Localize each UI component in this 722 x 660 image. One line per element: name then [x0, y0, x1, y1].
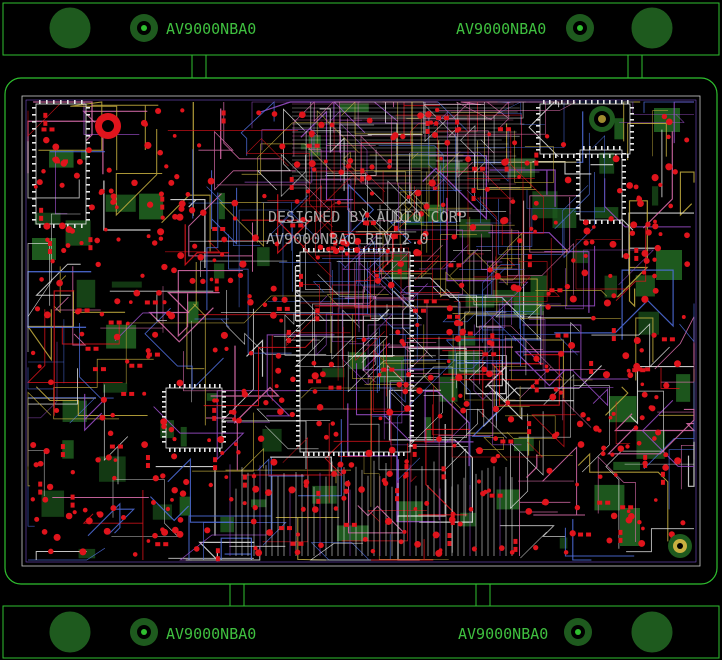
board-outline — [4, 77, 718, 585]
fiducial-icon — [564, 618, 592, 646]
panel-label-bottom-right: AV9000NBA0 — [458, 625, 548, 643]
panel-label-top-right: AV9000NBA0 — [456, 20, 546, 38]
mounting-hole-icon — [589, 106, 615, 132]
panel-label-top-left: AV9000NBA0 — [166, 20, 256, 38]
top-rail: AV9000NBA0 AV9000NBA0 — [2, 2, 720, 78]
bottom-rail: AV9000NBA0 AV9000NBA0 — [2, 584, 720, 659]
via-pads — [30, 107, 691, 562]
signal-traces — [26, 101, 696, 562]
fiducial-icon — [130, 14, 158, 42]
mounting-hole-bottom-left — [46, 608, 94, 656]
silkscreen-line-2: AV9000NBA0 REV 2.0 — [266, 230, 429, 248]
silkscreen-line-1: DESIGNED BY AUDIO CORP — [268, 208, 467, 226]
panel-label-bottom-left: AV9000NBA0 — [166, 625, 256, 643]
fiducial-icon — [130, 618, 158, 646]
mounting-hole-top-left — [46, 4, 94, 52]
fiducial-icon — [566, 14, 594, 42]
mounting-hole-icon — [668, 534, 692, 558]
keepout-outline — [21, 95, 701, 567]
mounting-hole-bottom-right — [628, 608, 676, 656]
mounting-hole-top-right — [628, 4, 676, 52]
test-point-icon — [95, 113, 121, 139]
